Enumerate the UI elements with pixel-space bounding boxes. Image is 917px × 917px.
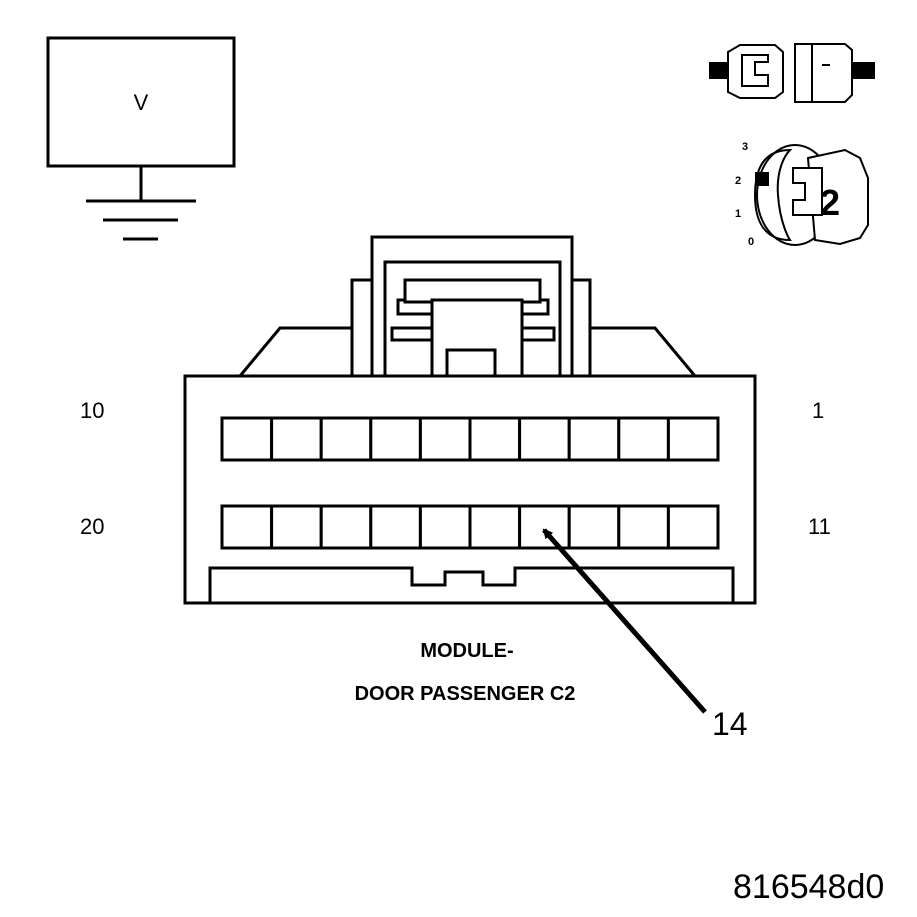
figure-id: 816548d0 xyxy=(733,868,884,906)
connector-disconnect-icon xyxy=(709,43,875,103)
ignition-position-3: 3 xyxy=(742,141,748,153)
pin-label-11: 11 xyxy=(808,514,831,539)
cavity-pin-15 xyxy=(468,504,522,550)
cavity-pin-9 xyxy=(270,416,323,462)
connector-housing xyxy=(183,374,757,605)
cavity-pin-3 xyxy=(567,416,621,462)
cavity-pin-4 xyxy=(518,416,571,462)
cavity-pin-16 xyxy=(418,504,472,550)
cavity-pin-17 xyxy=(369,504,422,550)
callout-arrow xyxy=(542,528,707,714)
cavity-pin-6 xyxy=(418,416,472,462)
callout-pin-number: 14 xyxy=(712,706,748,742)
ignition-position-2: 2 xyxy=(735,175,741,187)
cavity-pin-20 xyxy=(220,504,274,550)
ignition-position-1: 1 xyxy=(735,208,741,220)
ignition-position-value: 2 xyxy=(820,182,840,223)
cavity-pin-11 xyxy=(666,504,720,550)
cavity-pin-2 xyxy=(617,416,670,462)
pin-label-20: 20 xyxy=(80,514,104,539)
connector-body xyxy=(183,235,757,605)
cavity-row-bottom xyxy=(220,504,720,550)
connector-title-line1: MODULE- xyxy=(420,640,513,662)
cavity-pin-5 xyxy=(468,416,522,462)
cavity-row-top xyxy=(220,416,720,462)
ground-icon xyxy=(86,166,196,241)
pin-label-1: 1 xyxy=(812,398,824,423)
connector-title-line2: DOOR PASSENGER C2 xyxy=(355,683,576,705)
cavity-pin-12 xyxy=(617,504,670,550)
cavity-pin-1 xyxy=(666,416,720,462)
voltmeter: V xyxy=(46,36,236,241)
voltmeter-symbol: V xyxy=(134,90,149,115)
cavity-pin-10 xyxy=(220,416,274,462)
cavity-pin-7 xyxy=(369,416,422,462)
cavity-pin-13 xyxy=(567,504,621,550)
cavity-pin-18 xyxy=(319,504,373,550)
cavity-pin-14 xyxy=(518,504,571,550)
cavity-pin-8 xyxy=(319,416,373,462)
cavity-pin-19 xyxy=(270,504,323,550)
ignition-position-0: 0 xyxy=(748,236,754,248)
ignition-key-icon: 3 2 1 0 2 xyxy=(735,141,869,248)
pin-label-10: 10 xyxy=(80,398,104,423)
voltmeter-box xyxy=(46,36,236,168)
